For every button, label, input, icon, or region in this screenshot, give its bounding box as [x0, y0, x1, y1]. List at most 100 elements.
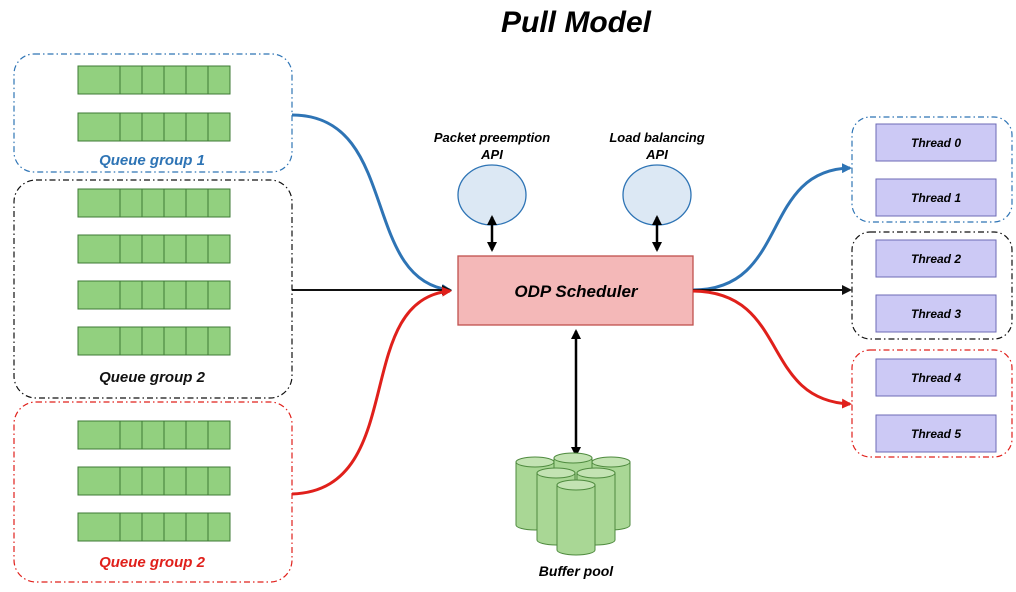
api-loadbalancing-circle: [622, 164, 692, 226]
queue-slot: [207, 512, 231, 542]
buffer-pool-label: Buffer pool: [539, 563, 615, 579]
queue-slot: [119, 234, 143, 264]
queue: [77, 326, 231, 356]
queue-slot: [163, 65, 187, 95]
queue-slot: [207, 234, 231, 264]
queue-slot: [141, 65, 165, 95]
queue-slot: [163, 188, 187, 218]
thread-2-box: [875, 239, 997, 278]
queue-slot: [207, 326, 231, 356]
queue-group-2-label: Queue group 2: [99, 369, 206, 386]
queue-slot: [119, 280, 143, 310]
thread-4-label: Thread 4: [911, 371, 961, 385]
odp-scheduler-box: [457, 255, 694, 326]
connector-threads-group-3: [692, 289, 852, 409]
queue-slot: [77, 512, 121, 542]
queue-slot: [119, 466, 143, 496]
queue-slot: [141, 420, 165, 450]
thread-5-box: [875, 414, 997, 453]
api-preemption-circle: [457, 164, 527, 226]
queue-slot: [141, 280, 165, 310]
queue-group-3-label: Queue group 2: [99, 554, 206, 571]
queue-slot: [163, 512, 187, 542]
queue-slot: [119, 112, 143, 142]
queue-slot: [185, 280, 209, 310]
queue-group-3-box: [13, 401, 293, 583]
buffer-pool-cylinders: [515, 452, 631, 556]
connector-group-3: [291, 286, 452, 496]
thread-3-box: [875, 294, 997, 333]
queue-slot: [207, 65, 231, 95]
queue-slot: [185, 326, 209, 356]
thread-0-box: [875, 123, 997, 162]
queue: [77, 188, 231, 218]
queue-slot: [185, 65, 209, 95]
queue-slot: [77, 65, 121, 95]
queue-slot: [119, 65, 143, 95]
queue-slot: [185, 234, 209, 264]
thread-1-box: [875, 178, 997, 217]
thread-3-label: Thread 3: [911, 307, 961, 321]
queue-slot: [77, 112, 121, 142]
queue: [77, 280, 231, 310]
api-preemption-label-line1: Packet preemption: [434, 130, 550, 145]
buffer-cylinder: [556, 479, 596, 556]
queue-slot: [207, 420, 231, 450]
queue-slot: [77, 280, 121, 310]
queue-slot: [185, 112, 209, 142]
queue-slot: [77, 234, 121, 264]
queue-slot: [141, 188, 165, 218]
queue-slot: [119, 188, 143, 218]
queue-slot: [163, 420, 187, 450]
queue-slot: [163, 280, 187, 310]
queue: [77, 466, 231, 496]
queue: [77, 512, 231, 542]
thread-1-label: Thread 1: [911, 191, 961, 205]
queue: [77, 234, 231, 264]
thread-2-label: Thread 2: [911, 252, 961, 266]
queue-slot: [207, 280, 231, 310]
queue-slot: [141, 234, 165, 264]
queues: [77, 65, 231, 542]
odp-scheduler-label: ODP Scheduler: [514, 282, 639, 301]
queue: [77, 420, 231, 450]
queue-slot: [185, 188, 209, 218]
queue-slot: [77, 466, 121, 496]
queue-slot: [141, 112, 165, 142]
queue-slot: [119, 512, 143, 542]
api-loadbalancing-label-line2: API: [645, 147, 668, 162]
queue-slot: [77, 420, 121, 450]
queue-slot: [163, 466, 187, 496]
queue-group-1-label: Queue group 1: [99, 152, 205, 169]
queue-slot: [207, 112, 231, 142]
connector-group-1: [291, 113, 452, 295]
queue: [77, 112, 231, 142]
thread-group-3-box: [851, 349, 1013, 458]
queue-slot: [77, 326, 121, 356]
diagram-title: Pull Model: [501, 6, 652, 39]
queue-slot: [77, 188, 121, 218]
queue-slot: [207, 188, 231, 218]
thread-5-label: Thread 5: [911, 427, 961, 441]
queue-slot: [185, 466, 209, 496]
queue-slot: [163, 112, 187, 142]
queue: [77, 65, 231, 95]
api-preemption-label-line2: API: [480, 147, 503, 162]
thread-0-label: Thread 0: [911, 136, 961, 150]
queue-slot: [207, 466, 231, 496]
thread-group-1-box: [851, 116, 1013, 223]
queue-slot: [141, 326, 165, 356]
queue-slot: [141, 512, 165, 542]
queue-slot: [163, 234, 187, 264]
queue-slot: [185, 420, 209, 450]
thread-group-2-box: [851, 231, 1013, 340]
queue-slot: [185, 512, 209, 542]
queue-slot: [119, 420, 143, 450]
queue-slot: [141, 466, 165, 496]
connector-threads-group-1: [692, 163, 852, 292]
queue-slot: [163, 326, 187, 356]
thread-4-box: [875, 358, 997, 397]
queue-slot: [119, 326, 143, 356]
api-loadbalancing-label-line1: Load balancing: [609, 130, 704, 145]
